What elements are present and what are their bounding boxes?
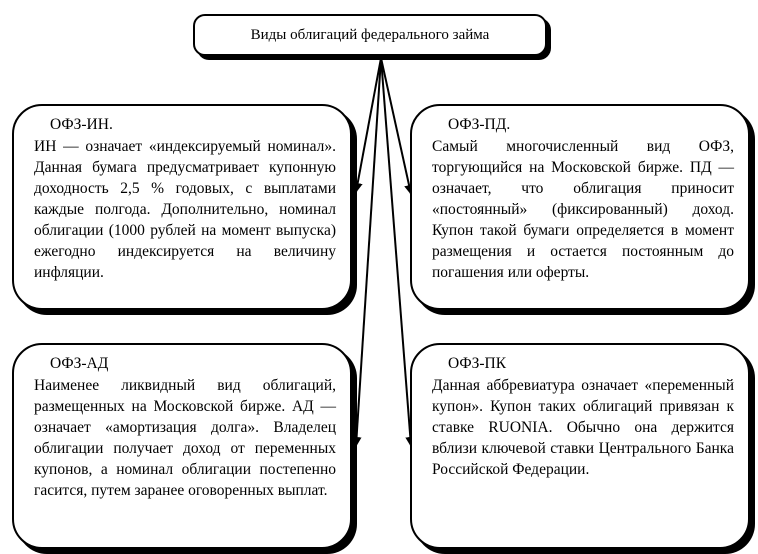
card-text-ofz-ad: Наименее ликвидный вид облигаций, размещ… [34,377,336,499]
diagram-title: Виды облигаций федерального займа [250,26,490,43]
arrow-to-ofz-in [352,57,382,193]
diagram-title-box: Виды облигаций федерального займа [193,14,547,56]
card-ofz-pd: ОФЗ-ПД. Самый многочисленный вид ОФЗ, то… [410,104,750,310]
arrow-to-ofz-ad [351,57,382,447]
card-title-ofz-pk: ОФЗ-ПК [448,355,507,372]
card-title-ofz-ad: ОФЗ-АД [50,355,109,372]
card-text-ofz-pk: Данная аббревиатура означает «переменный… [432,377,734,478]
card-ofz-in: ОФЗ-ИН. ИН — означает «индексируемый ном… [12,104,352,310]
card-ofz-pk: ОФЗ-ПК Данная аббревиатура означает «пер… [410,343,750,549]
arrow-to-ofz-pd [380,57,414,195]
arrow-to-ofz-pk [380,57,416,447]
card-title-ofz-in: ОФЗ-ИН. [50,116,113,133]
card-text-ofz-in: ИН — означает «индексируемый номинал». Д… [34,138,336,281]
card-ofz-ad: ОФЗ-АД Наименее ликвидный вид облигаций,… [12,343,352,549]
card-title-ofz-pd: ОФЗ-ПД. [448,116,511,133]
card-text-ofz-pd: Самый многочисленный вид ОФЗ, торгующийс… [432,138,734,281]
